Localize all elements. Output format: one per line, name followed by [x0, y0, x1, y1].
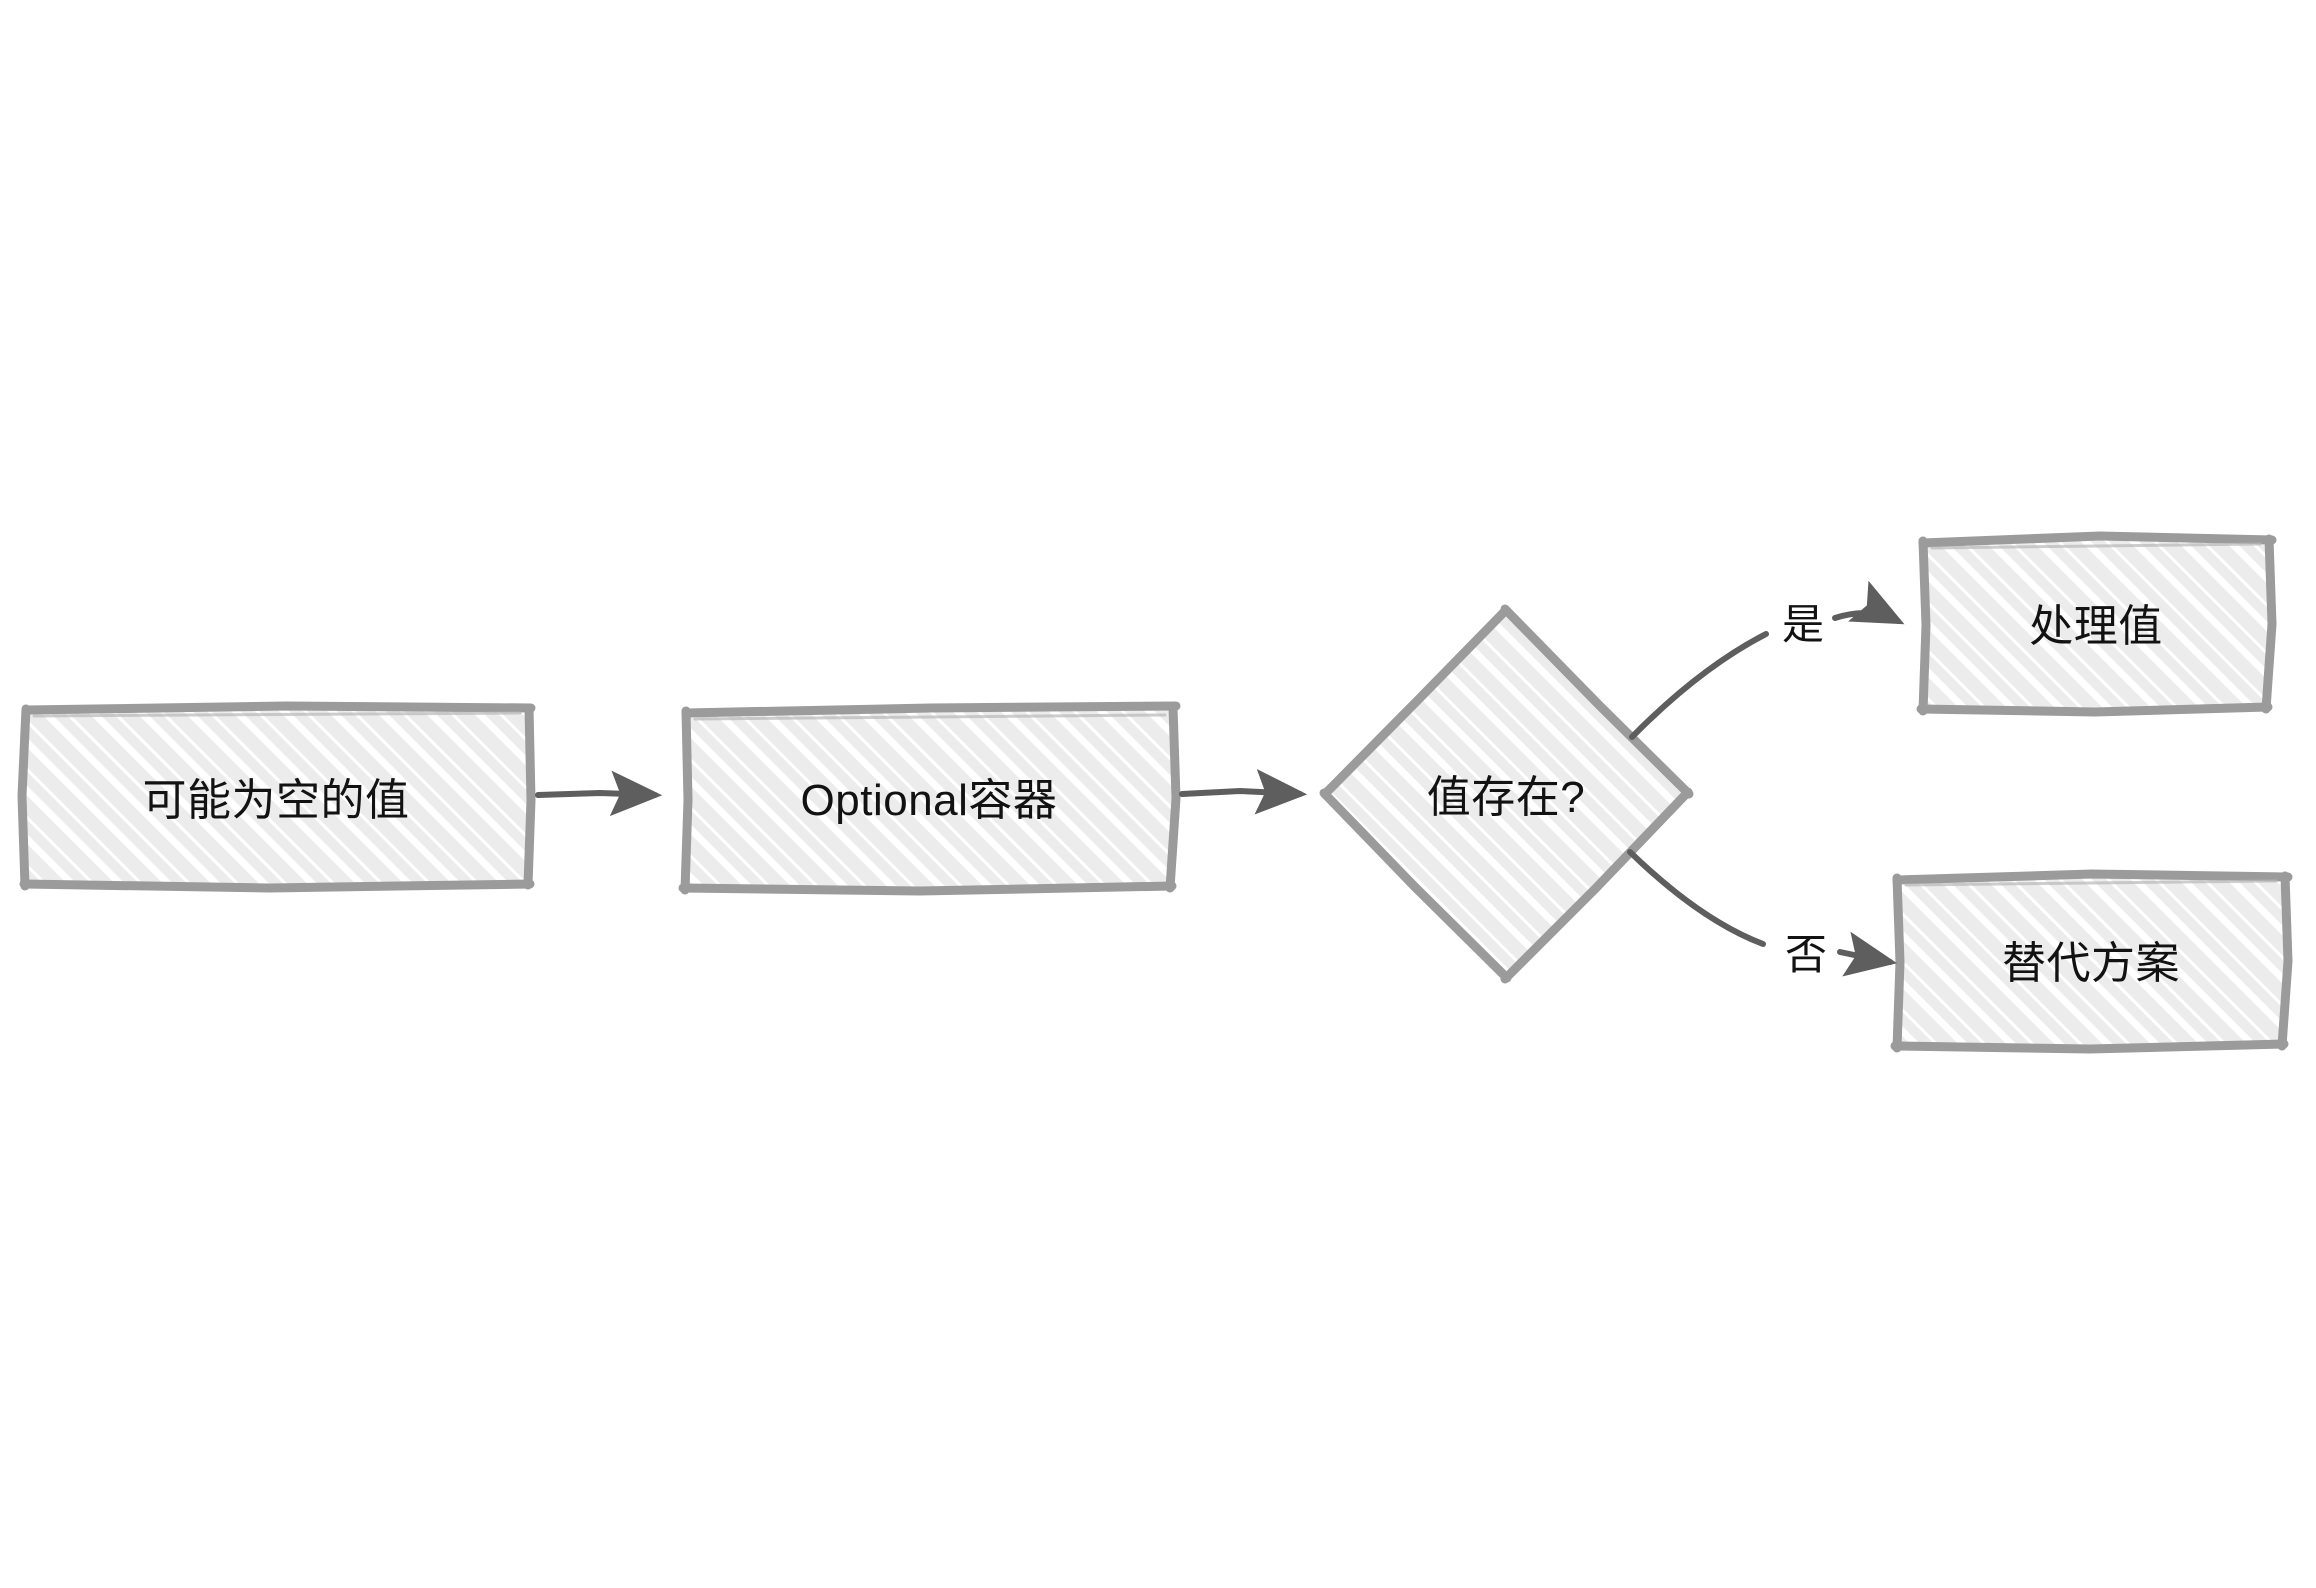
node-process-value[interactable]: [1916, 531, 2277, 717]
node-value-exists[interactable]: [1319, 604, 1694, 984]
edge-label-yes: 是: [1782, 601, 1825, 648]
edge-label-no: 否: [1785, 931, 1828, 978]
node-fallback-plan[interactable]: [1890, 869, 2293, 1054]
edge-optional-to-decision: [1179, 769, 1308, 815]
node-maybe-null-value[interactable]: [17, 701, 536, 893]
edge-no: [1627, 849, 1898, 977]
node-optional-container[interactable]: [678, 701, 1181, 896]
edge-yes: [1629, 580, 1905, 740]
edge-maybe-to-optional: [535, 770, 663, 817]
